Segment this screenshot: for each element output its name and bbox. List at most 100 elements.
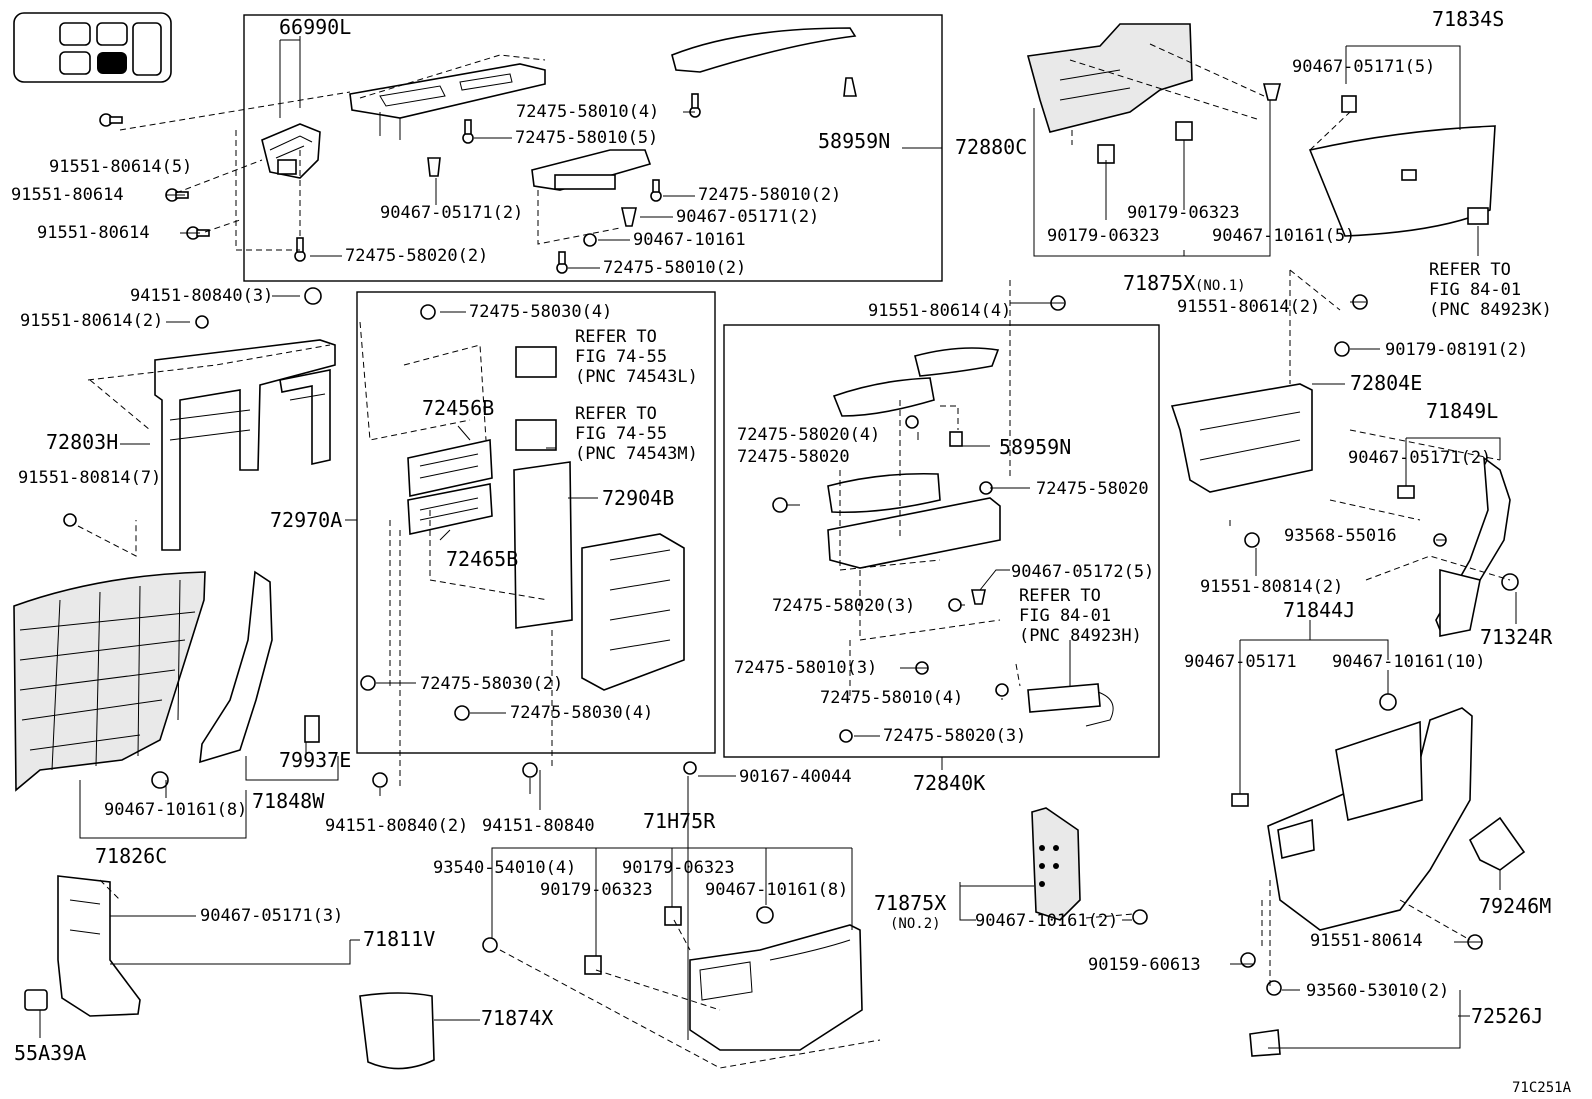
- part-label-91551-80614-2b: 91551-80614(2): [1177, 297, 1320, 317]
- clip-fastener-icon: [1231, 793, 1249, 807]
- part-label-91551-80614-b: 91551-80614: [37, 223, 150, 243]
- part-label-72475-58030-4b: 72475-58030(4): [510, 703, 653, 723]
- part-label-91551-80614-4: 91551-80614(4): [868, 301, 1011, 321]
- refer-label-4c: (PNC 84923K): [1429, 300, 1552, 320]
- bracket-upper-part: [349, 63, 546, 140]
- clip-fastener-icon: [756, 906, 774, 924]
- group-label-72970A: 72970A: [270, 508, 342, 532]
- part-label-90467-10161-10: 90467-10161(10): [1332, 652, 1486, 672]
- group-label-72880C: 72880C: [955, 135, 1027, 159]
- part-label-72475-58010-2a: 72475-58010(2): [698, 185, 841, 205]
- part-label-90467-05171-5: 90467-05171(5): [1292, 57, 1435, 77]
- clip-79937E-part: [304, 715, 320, 743]
- clip-fastener-icon: [1341, 95, 1357, 113]
- vehicle-location-key-icon: [13, 12, 172, 83]
- part-label-58959N-b: 58959N: [999, 435, 1071, 459]
- group-label-71H75R: 71H75R: [643, 809, 716, 833]
- armrest-pad-part: [671, 27, 857, 73]
- ref-square-2: [515, 419, 557, 451]
- switch-panel-72465B-part: [407, 483, 493, 535]
- part-label-55A39A: 55A39A: [14, 1041, 86, 1065]
- part-label-72475-58030-4a: 72475-58030(4): [469, 302, 612, 322]
- clip-55A39A-part: [24, 989, 48, 1011]
- bracket-72804E-part: [1170, 383, 1313, 493]
- clip-fastener-icon: [584, 955, 602, 975]
- part-label-72475-58020-4: 72475-58020(4): [737, 425, 880, 445]
- refer-label-2a: REFER TO: [575, 404, 657, 424]
- part-label-90467-10161-5: 90467-10161(5): [1212, 226, 1355, 246]
- part-label-72904B: 72904B: [602, 486, 674, 510]
- refer-label-3b: FIG 84-01: [1019, 606, 1111, 626]
- panel-71844J-part: [1267, 707, 1473, 931]
- part-label-71324R: 71324R: [1480, 625, 1553, 649]
- bracket-72840K-part: [827, 472, 1001, 569]
- part-label-72475-58020-a: 72475-58020: [737, 447, 850, 467]
- part-label-93540-54010-4: 93540-54010(4): [433, 858, 576, 878]
- clip-fastener-icon: [664, 906, 682, 926]
- screw-fastener-icon: [683, 761, 697, 775]
- panel-71826C-part: [13, 571, 206, 792]
- part-label-90467-05171-2a: 90467-05171(2): [380, 203, 523, 223]
- clip-fastener-icon: [1397, 485, 1415, 499]
- refer-label-1a: REFER TO: [575, 327, 657, 347]
- part-label-90179-06323-d: 90179-06323: [540, 880, 653, 900]
- part-label-91551-80614-2a: 91551-80614(2): [20, 311, 163, 331]
- part-label-71874X: 71874X: [481, 1006, 553, 1030]
- ref-square-1: [515, 346, 557, 378]
- part-label-90467-05171-2b: 90467-05171(2): [676, 207, 819, 227]
- part-label-90467-10161-2: 90467-10161(2): [975, 911, 1118, 931]
- screw-fastener-icon: [482, 937, 498, 953]
- part-label-72475-58020-3a: 72475-58020(3): [772, 596, 915, 616]
- part-label-66990L: 66990L: [279, 15, 351, 39]
- part-label-90159-60613: 90159-60613: [1088, 955, 1201, 975]
- part-label-91551-80614-5: 91551-80614(5): [49, 157, 192, 177]
- panel-71875X-no1-part: [1026, 23, 1193, 133]
- clip-fastener-icon: [949, 431, 986, 605]
- part-label-72475-58010-4b: 72475-58010(4): [820, 688, 963, 708]
- part-label-72456B: 72456B: [422, 396, 494, 420]
- part-label-90167-40044: 90167-40044: [739, 767, 852, 787]
- switch-panel-72456B-part: [407, 439, 493, 497]
- group-label-71875X-no2: 71875X: [874, 891, 946, 915]
- nut-fastener-icon: [1334, 341, 1350, 357]
- refer-label-4a: REFER TO: [1429, 260, 1511, 280]
- part-label-91551-80814-2: 91551-80814(2): [1200, 577, 1343, 597]
- part-label-90467-10161-8a: 90467-10161(8): [104, 800, 247, 820]
- part-label-90179-06323-c: 90179-06323: [622, 858, 735, 878]
- part-label-72803H: 72803H: [46, 430, 118, 454]
- switch-assembly-84923H-part: [1027, 683, 1114, 727]
- group-label-71844J: 71844J: [1283, 598, 1355, 622]
- part-label-91551-80814-7: 91551-80814(7): [18, 468, 161, 488]
- armrest-pad-72840K-part: [832, 347, 1000, 417]
- group-label-71849L: 71849L: [1426, 399, 1498, 423]
- switch-66990L-part: [261, 123, 321, 179]
- part-label-72475-58010-5: 72475-58010(5): [515, 128, 658, 148]
- part-label-90179-06323-b: 90179-06323: [1047, 226, 1160, 246]
- part-label-91551-80614-a: 91551-80614: [11, 185, 124, 205]
- part-label-72804E: 72804E: [1350, 371, 1422, 395]
- part-label-90179-08191-2: 90179-08191(2): [1385, 340, 1528, 360]
- part-label-79246M: 79246M: [1479, 894, 1551, 918]
- bracket-72803H-part: [154, 339, 336, 551]
- clip-90467-10161-icon: [151, 771, 169, 789]
- light-71324R-part: [1501, 573, 1519, 591]
- part-label-90467-10161-8b: 90467-10161(8): [705, 880, 848, 900]
- group-sublabel-71875X-no1: (NO.1): [1195, 278, 1246, 294]
- part-label-90467-05171-2c: 90467-05171(2): [1348, 448, 1491, 468]
- part-label-72465B: 72465B: [446, 547, 518, 571]
- part-label-72475-58010-3: 72475-58010(3): [734, 658, 877, 678]
- panel-71811V-part: [57, 875, 141, 1017]
- part-label-94151-80840-3: 94151-80840(3): [130, 286, 273, 306]
- cap-72526J-part: [1249, 1029, 1281, 1057]
- part-label-72475-58020-3b: 72475-58020(3): [883, 726, 1026, 746]
- part-label-90467-10161-a: 90467-10161: [633, 230, 746, 250]
- group-label-72840K: 72840K: [913, 771, 985, 795]
- part-label-93568-55016: 93568-55016: [1284, 526, 1397, 546]
- part-label-94151-80840-2: 94151-80840(2): [325, 816, 468, 836]
- part-label-90467-05172-5: 90467-05172(5): [1011, 562, 1154, 582]
- part-label-72475-58020-2: 72475-58020(2): [345, 246, 488, 266]
- part-label-90179-06323-a: 90179-06323: [1127, 203, 1240, 223]
- group-label-71875X-no1: 71875X: [1123, 271, 1195, 295]
- dashed-guide-lines: [77, 43, 1511, 1069]
